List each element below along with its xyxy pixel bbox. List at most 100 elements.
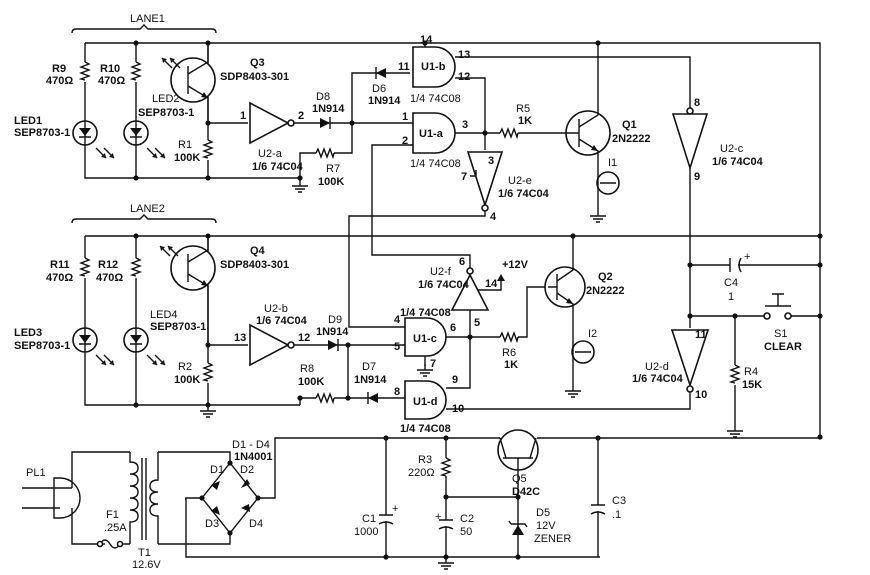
component-label: 13 xyxy=(234,332,246,344)
component-label: U1-a xyxy=(419,128,444,140)
and-gate-u1a: U1-a 12 3 1/4 74C08 xyxy=(402,111,468,170)
component-label: 1 xyxy=(402,111,408,123)
component-label: D1 - D4 xyxy=(232,439,270,451)
plug-pl1 xyxy=(22,477,81,519)
component-label: Q5 xyxy=(512,473,527,485)
component-label: D9 xyxy=(328,314,342,326)
component-label: 1N914 xyxy=(368,95,401,107)
component-label: 12V xyxy=(536,520,556,532)
component-label: U2-f xyxy=(430,266,452,278)
component-label: 1K xyxy=(504,359,518,371)
component-label: 100K xyxy=(174,374,200,386)
component-label: 100K xyxy=(298,376,324,388)
component-label: SEP8703-1 xyxy=(14,127,70,139)
component-label: D7 xyxy=(362,361,376,373)
component-label: 14 xyxy=(485,278,498,290)
component-label: 1/6 74C04 xyxy=(252,161,304,173)
component-label: 1N914 xyxy=(354,374,387,386)
component-label: 4 xyxy=(394,314,401,326)
component-label: 1/4 74C08 xyxy=(400,307,451,319)
component-label: C3 xyxy=(612,495,626,507)
component-label: .25A xyxy=(104,522,127,534)
inverter-u2a: 1 2 U2-a1/6 74C04 xyxy=(240,101,304,173)
component-label: 3 xyxy=(462,119,468,131)
component-label: 9 xyxy=(452,374,458,386)
logic-lower: U1-c 45 6 7 1/4 74C08 U1-d 8 910 1/4 74C… xyxy=(394,236,823,438)
inverter-u2e: 37 4 U2-e1/6 74C04 xyxy=(461,133,550,223)
component-label: D4 xyxy=(249,518,263,530)
component-label: 8 xyxy=(694,97,700,109)
component-label: SEP8703-1 xyxy=(14,340,70,352)
component-label: F1 xyxy=(106,509,119,521)
component-label: SDP8403-301 xyxy=(220,259,289,271)
lamp-i2: I2 xyxy=(571,328,597,385)
component-label: LED1 xyxy=(14,115,42,127)
component-label: 100K xyxy=(174,152,200,164)
component-label: Q2 xyxy=(598,271,613,283)
component-label: U2-b xyxy=(264,303,288,315)
component-label: 2 xyxy=(298,110,304,122)
component-label: 1N914 xyxy=(312,103,345,115)
component-label: 1/6 74C04 xyxy=(256,315,308,327)
component-label: U2-a xyxy=(258,148,283,160)
component-label: R9 xyxy=(52,63,66,75)
component-label: 9 xyxy=(694,171,700,183)
component-label: R10 xyxy=(100,63,120,75)
component-label: 7 xyxy=(461,171,467,183)
component-label: U1-d xyxy=(413,396,437,408)
component-label: 1N4001 xyxy=(234,451,273,463)
component-label: C4 xyxy=(724,277,738,289)
component-label: 1 xyxy=(240,110,246,122)
component-label: .1 xyxy=(612,509,621,521)
component-label: R6 xyxy=(502,347,516,359)
component-label: 1/6 74C04 xyxy=(712,156,764,168)
capacitor-c4: + C41 xyxy=(690,251,820,303)
and-gate-u1c: U1-c 45 6 7 1/4 74C08 xyxy=(394,307,456,377)
component-label: R5 xyxy=(516,103,530,115)
component-label: 470Ω xyxy=(46,75,73,87)
lane1-wires xyxy=(84,42,821,437)
component-label: U1-c xyxy=(413,333,437,345)
inverter-u2f: 56 14+12V U2-f1/6 74C04 xyxy=(418,256,529,329)
component-label: 6 xyxy=(450,322,456,334)
component-label: 15K xyxy=(742,379,762,391)
component-label: + xyxy=(392,503,398,515)
component-label: 11 xyxy=(398,61,410,73)
component-label: R3 xyxy=(418,454,432,466)
component-label: T1 xyxy=(138,547,151,559)
component-label: U1-b xyxy=(421,61,446,73)
component-label: R12 xyxy=(98,259,118,271)
component-label: R1 xyxy=(178,139,192,151)
component-label: I1 xyxy=(608,157,617,169)
component-label: D3 xyxy=(205,518,219,530)
component-label: 100K xyxy=(318,176,344,188)
component-label: 1K xyxy=(518,115,532,127)
component-label: 1/4 74C08 xyxy=(410,93,461,105)
component-label: 3 xyxy=(488,155,494,167)
component-label: SEP8703-1 xyxy=(150,321,206,333)
component-label: 50 xyxy=(460,526,472,538)
lane1-label: LANE1 xyxy=(130,13,165,25)
lane2-label: LANE2 xyxy=(130,203,165,215)
component-label: LED2 xyxy=(152,93,180,105)
component-label: 12 xyxy=(458,71,470,83)
component-label: 470Ω xyxy=(46,272,73,284)
component-label: 1000 xyxy=(354,526,378,538)
component-label: 7 xyxy=(430,358,436,370)
component-label: LED3 xyxy=(14,327,42,339)
